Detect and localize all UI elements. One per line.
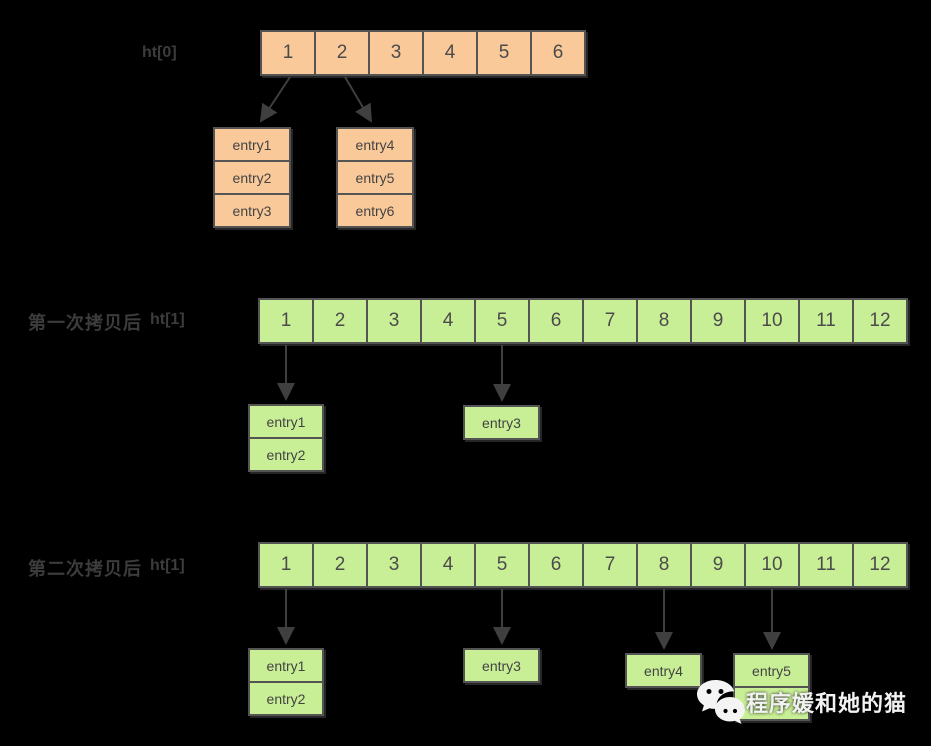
table-label-copy2: ht[1] <box>150 557 185 574</box>
entry-cell: entry2 <box>250 681 322 714</box>
array-cell: 4 <box>420 300 474 342</box>
entry-cell: entry3 <box>465 407 538 438</box>
entry-cell: entry4 <box>338 129 412 160</box>
wechat-icon <box>697 680 745 724</box>
array-cell: 5 <box>476 32 530 74</box>
copy1-array: 1 2 3 4 5 6 7 8 9 10 11 12 <box>258 298 908 344</box>
entry-cell: entry3 <box>465 650 538 681</box>
array-cell: 4 <box>422 32 476 74</box>
array-cell: 1 <box>260 300 312 342</box>
entry-cell <box>735 686 808 719</box>
entry-stack: entry4 <box>625 653 702 688</box>
array-cell: 11 <box>798 300 852 342</box>
entry-stack: entry1 entry2 <box>248 648 324 716</box>
array-cell: 11 <box>798 544 852 586</box>
entry-cell: entry4 <box>627 655 700 686</box>
section-label-copy1: 第一次拷贝后 <box>28 313 142 333</box>
entry-stack: entry4 entry5 entry6 <box>336 127 414 228</box>
array-cell: 3 <box>368 32 422 74</box>
ht0-array: 1 2 3 4 5 6 <box>260 30 586 76</box>
arrow <box>259 76 291 123</box>
array-cell: 5 <box>474 300 528 342</box>
entry-stack: entry1 entry2 <box>248 404 324 472</box>
entry-stack: entry3 <box>463 405 540 440</box>
array-cell: 2 <box>312 544 366 586</box>
array-cell: 2 <box>312 300 366 342</box>
watermark: 程序媛和她的猫 <box>696 678 906 732</box>
array-cell: 1 <box>260 544 312 586</box>
array-cell: 9 <box>690 300 744 342</box>
entry-cell: entry2 <box>215 160 289 193</box>
array-cell: 3 <box>366 544 420 586</box>
array-cell: 6 <box>528 544 582 586</box>
array-cell: 8 <box>636 544 690 586</box>
entry-cell: entry1 <box>250 650 322 681</box>
array-cell: 3 <box>366 300 420 342</box>
entry-cell: entry5 <box>338 160 412 193</box>
entry-cell: entry1 <box>250 406 322 437</box>
array-cell: 1 <box>262 32 314 74</box>
array-cell: 12 <box>852 544 906 586</box>
entry-cell: entry5 <box>735 655 808 686</box>
watermark-text: 程序媛和她的猫 <box>746 691 908 716</box>
entry-cell: entry3 <box>215 193 289 226</box>
array-cell: 7 <box>582 544 636 586</box>
section-label-copy2: 第二次拷贝后 <box>28 559 142 579</box>
entry-stack: entry5 <box>733 653 810 721</box>
array-cell: 9 <box>690 544 744 586</box>
array-cell: 8 <box>636 300 690 342</box>
array-cell: 6 <box>530 32 584 74</box>
array-cell: 2 <box>314 32 368 74</box>
array-cell: 4 <box>420 544 474 586</box>
entry-stack: entry1 entry2 entry3 <box>213 127 291 228</box>
arrow <box>344 76 373 123</box>
array-cell: 7 <box>582 300 636 342</box>
table-label-ht0: ht[0] <box>142 44 177 61</box>
entry-cell: entry6 <box>338 193 412 226</box>
copy2-array: 1 2 3 4 5 6 7 8 9 10 11 12 <box>258 542 908 588</box>
table-label-copy1: ht[1] <box>150 311 185 328</box>
array-cell: 5 <box>474 544 528 586</box>
entry-stack: entry3 <box>463 648 540 683</box>
entry-cell: entry2 <box>250 437 322 470</box>
array-cell: 10 <box>744 300 798 342</box>
array-cell: 6 <box>528 300 582 342</box>
array-cell: 12 <box>852 300 906 342</box>
entry-cell: entry1 <box>215 129 289 160</box>
array-cell: 10 <box>744 544 798 586</box>
